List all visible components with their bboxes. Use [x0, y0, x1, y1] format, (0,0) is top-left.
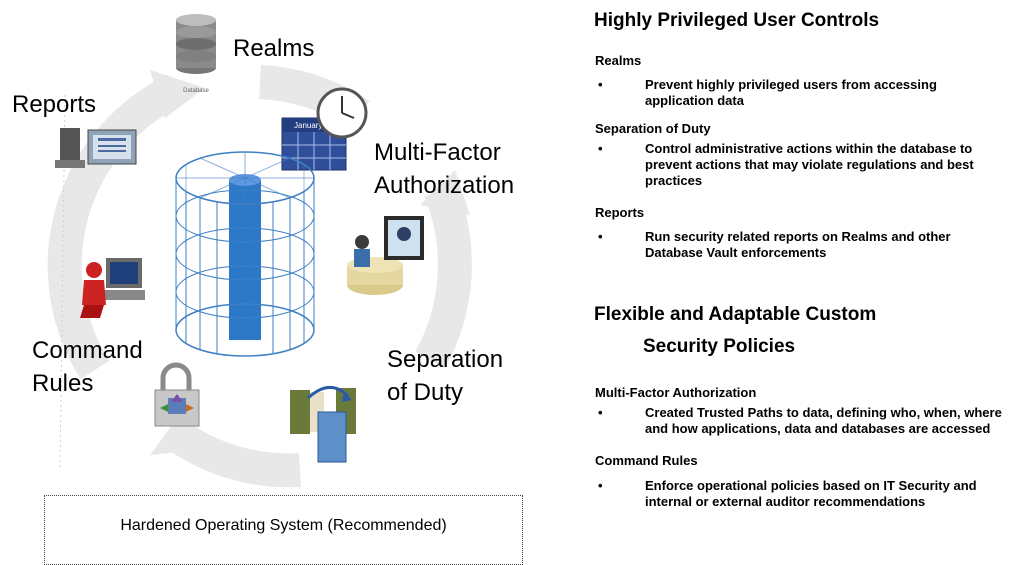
section1-heading-separation: Separation of Duty [595, 121, 711, 136]
section2-title-line1: Flexible and Adaptable Custom [594, 304, 877, 325]
section2-title-line2: Security Policies [643, 336, 796, 357]
bullet-marker: • [598, 77, 603, 92]
bullet-command-rules: Enforce operational policies based on IT… [645, 478, 977, 509]
reports-label: Reports [12, 91, 97, 118]
command-rules-label-line1: Command [32, 337, 143, 364]
books-icon [290, 386, 356, 463]
command-rules-label-line2: Rules [32, 370, 94, 397]
section1-heading-reports: Reports [595, 205, 645, 220]
bullet-marker: • [598, 141, 603, 156]
section1-title: Highly Privileged User Controls [594, 10, 880, 31]
hardened-os-box: Hardened Operating System (Recommended) [44, 495, 523, 565]
realms-label: Realms [233, 35, 315, 62]
section2-heading-command-rules: Command Rules [595, 453, 698, 468]
mfa-label-line1: Multi-Factor [374, 139, 501, 166]
bullet-marker: • [598, 405, 603, 420]
user-computer-icon [80, 258, 145, 318]
separation-label-line2: of Duty [387, 379, 464, 406]
bullet-marker: • [598, 478, 603, 493]
bullet-realms: Prevent highly privileged users from acc… [645, 77, 937, 108]
vault-cylinder [175, 151, 315, 357]
database-caption: Database [183, 88, 209, 94]
bullet-reports: Run security related reports on Realms a… [645, 229, 951, 260]
security-diagram: Database January [47, 14, 472, 488]
section1-heading-realms: Realms [595, 53, 642, 68]
mfa-label-line2: Authorization [374, 172, 515, 199]
section2-heading-mfa: Multi-Factor Authorization [595, 385, 757, 400]
bullet-marker: • [598, 229, 603, 244]
bullet-separation: Control administrative actions within th… [645, 141, 974, 188]
calendar-clock-icon: January [281, 87, 368, 171]
padlock-icon [154, 362, 200, 427]
user-authorization-icon [347, 216, 424, 295]
hardened-os-label: Hardened Operating System (Recommended) [120, 517, 447, 534]
database-icon [176, 14, 216, 74]
reports-computer-icon [55, 128, 137, 168]
separation-label-line1: Separation [387, 346, 504, 373]
calendar-month: January [294, 121, 322, 130]
bullet-mfa: Created Trusted Paths to data, defining … [645, 405, 1002, 436]
